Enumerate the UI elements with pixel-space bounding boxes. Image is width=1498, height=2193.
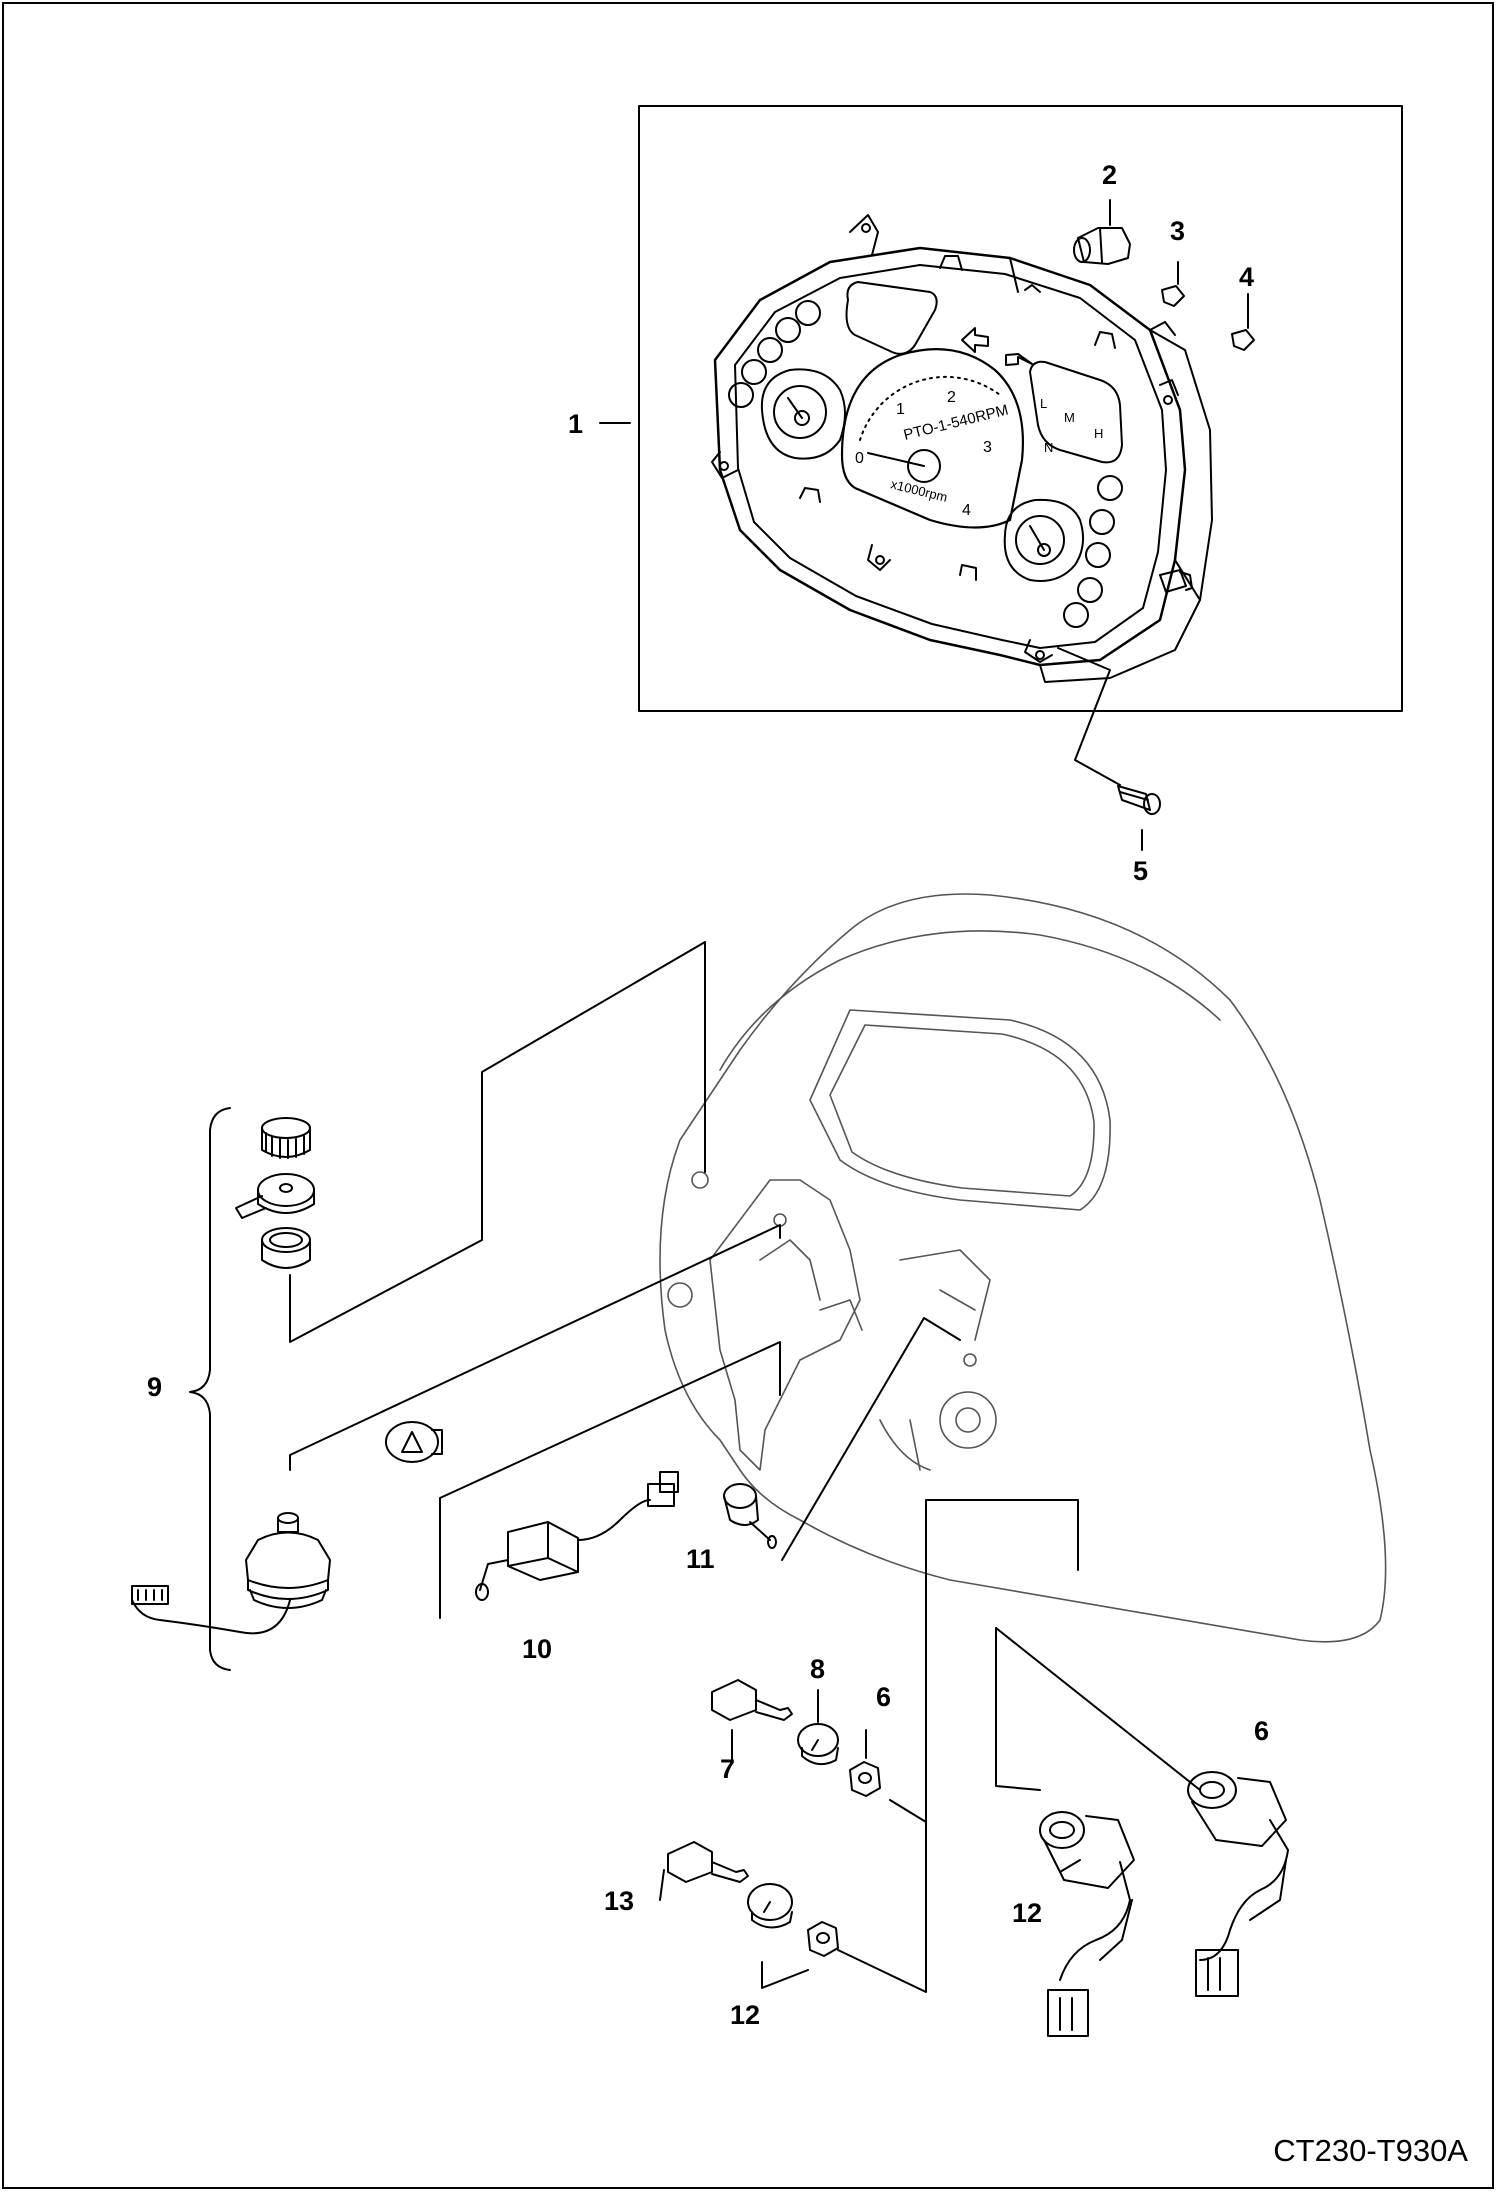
cylinder-8 bbox=[797, 1689, 839, 1766]
callout-10: 10 bbox=[522, 1634, 553, 1664]
range-label-l: L bbox=[1040, 396, 1047, 411]
instrument-cluster bbox=[711, 214, 1213, 683]
callout-6-right: 6 bbox=[1254, 1716, 1270, 1746]
bulb-socket-large bbox=[1073, 199, 1131, 265]
ignition-switch-12 bbox=[1039, 1811, 1135, 2037]
callout-5: 5 bbox=[1133, 856, 1149, 886]
brace-9 bbox=[189, 1107, 231, 1671]
range-label-h: H bbox=[1094, 426, 1103, 441]
bulb-small-4 bbox=[1231, 293, 1255, 351]
dash-panel bbox=[659, 893, 1387, 1643]
leader-12-right bbox=[837, 1819, 927, 1993]
mounting-bracket bbox=[709, 1179, 991, 1471]
callout-3: 3 bbox=[1170, 216, 1186, 246]
nut-6 bbox=[849, 1729, 881, 1797]
leader-5 bbox=[1057, 647, 1121, 786]
tach-number-2: 2 bbox=[947, 389, 956, 406]
leader-12-right-switch bbox=[1059, 1859, 1081, 1873]
leader-11 bbox=[781, 1317, 961, 1561]
toggle-switch bbox=[475, 1471, 679, 1601]
range-label-n: N bbox=[1044, 440, 1053, 455]
cluster-inset-box bbox=[638, 105, 1403, 712]
rotary-switch bbox=[131, 1512, 331, 1635]
leader-12-bottom bbox=[761, 1961, 809, 1989]
spacer-ring bbox=[261, 1227, 311, 1269]
tach-number-0: 0 bbox=[855, 450, 864, 467]
leader-6-right-2 bbox=[995, 1627, 1201, 1791]
screw bbox=[1117, 785, 1161, 851]
key-13 bbox=[659, 1841, 749, 1901]
tach-number-3: 3 bbox=[983, 439, 992, 456]
callout-13: 13 bbox=[604, 1886, 635, 1916]
hazard-button bbox=[385, 1421, 443, 1463]
callout-8: 8 bbox=[810, 1654, 826, 1684]
figure-id: CT230-T930A bbox=[1273, 2133, 1468, 2168]
cylinder-12 bbox=[747, 1883, 793, 1929]
callout-12-right: 12 bbox=[1012, 1898, 1043, 1928]
callout-6-left: 6 bbox=[876, 1682, 892, 1712]
tach-number-1: 1 bbox=[896, 401, 905, 418]
callout-2: 2 bbox=[1102, 160, 1118, 190]
ignition-switch-6 bbox=[1187, 1771, 1289, 1997]
tach-label: PTO-1-540RPM bbox=[902, 401, 1010, 443]
callout-11: 11 bbox=[686, 1544, 715, 1574]
range-label-m: M bbox=[1064, 410, 1075, 425]
knob-cap bbox=[261, 1117, 311, 1159]
callout-1: 1 bbox=[568, 409, 584, 439]
callout-7: 7 bbox=[720, 1754, 736, 1784]
key-switch-small bbox=[723, 1483, 777, 1549]
leader-6-left bbox=[889, 1499, 1079, 1823]
leader-9-bottom bbox=[289, 1224, 781, 1471]
leader-10 bbox=[439, 1341, 781, 1619]
pointer-plate bbox=[235, 1173, 315, 1219]
key-7 bbox=[711, 1679, 793, 1761]
nut-12 bbox=[807, 1921, 839, 1957]
callout-4: 4 bbox=[1239, 262, 1255, 292]
callout-12-bottom: 12 bbox=[730, 2000, 761, 2030]
leader-9-top bbox=[289, 941, 706, 1343]
tach-number-4: 4 bbox=[962, 502, 971, 519]
callout-9: 9 bbox=[147, 1372, 163, 1402]
leader-6-right bbox=[995, 1627, 1041, 1791]
bulb-small-3 bbox=[1161, 261, 1185, 307]
